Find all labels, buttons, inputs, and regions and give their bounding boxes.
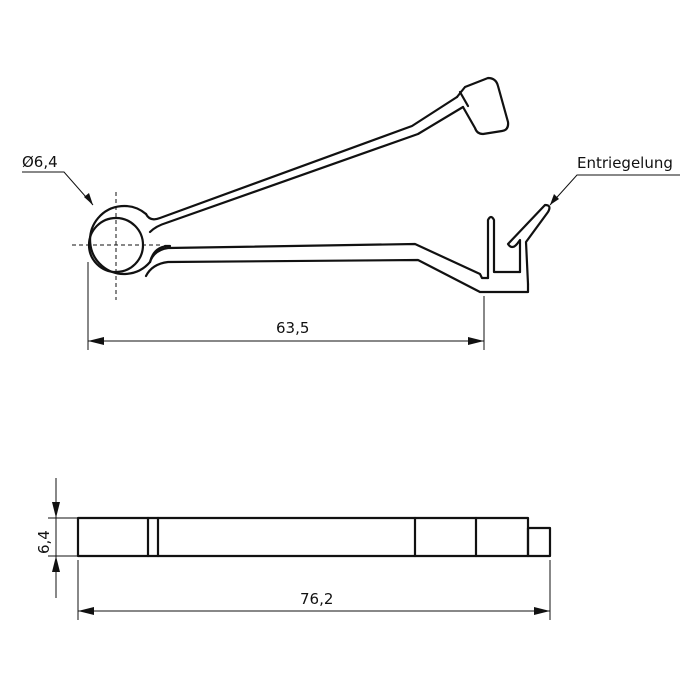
- diameter-label: Ø6,4: [22, 153, 58, 171]
- upper-lever-arm-lower-edge: [148, 105, 465, 234]
- latch-stub: [526, 526, 552, 558]
- bottom-length-dimension: 76,2: [77, 560, 551, 620]
- height-dimension: 6,4: [35, 478, 78, 598]
- release-tab-groove: [458, 90, 470, 108]
- release-label: Entriegelung: [577, 154, 673, 172]
- clip-side-view: [72, 76, 551, 300]
- latch-hook: [486, 215, 522, 280]
- release-tab: [455, 76, 510, 136]
- release-callout: Entriegelung: [549, 154, 680, 206]
- diameter-callout: Ø6,4: [22, 153, 94, 206]
- lower-arm-bottom: [144, 258, 530, 294]
- hinge-eye-outer: [88, 204, 152, 276]
- top-length-label: 63,5: [276, 319, 309, 337]
- upper-lever-arm: [144, 95, 459, 221]
- top-length-dimension: 63,5: [87, 262, 485, 350]
- bottom-length-label: 76,2: [300, 590, 333, 608]
- latch-spring: [506, 203, 551, 286]
- height-label: 6,4: [35, 530, 53, 554]
- clip-body-outline: [76, 516, 530, 558]
- clip-top-view: [76, 516, 552, 558]
- lower-arm: [148, 242, 490, 280]
